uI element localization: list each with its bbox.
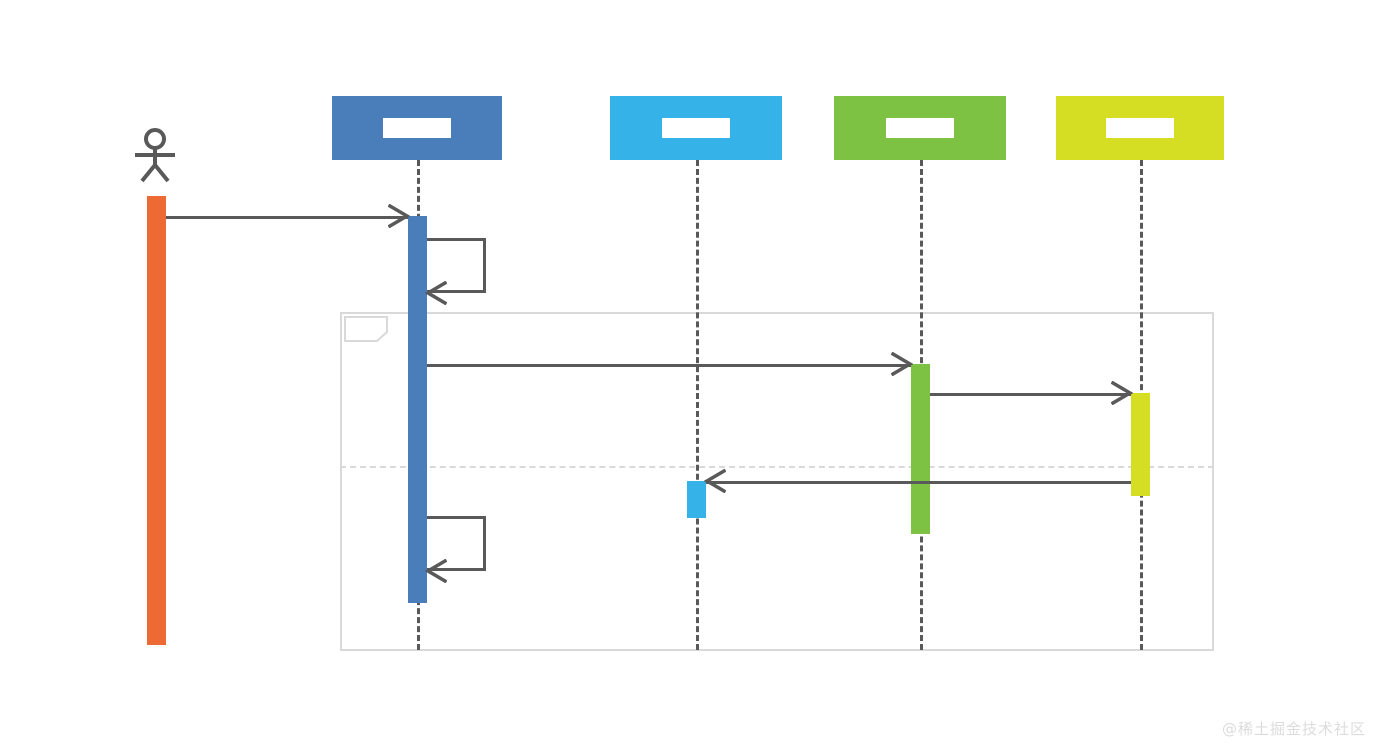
participant-label-1 (383, 118, 451, 138)
message-arrowhead-2 (890, 351, 914, 381)
participant-header-1[interactable] (332, 96, 502, 160)
fragment-tab-shape (344, 316, 388, 342)
message-arrowhead-4 (703, 468, 727, 498)
lifeline-participant-2 (696, 160, 699, 650)
participant-header-2[interactable] (610, 96, 782, 160)
activation-bar-participant-4 (1131, 393, 1150, 496)
self-call-arrowhead-2 (424, 558, 448, 588)
combined-fragment[interactable] (340, 312, 1214, 651)
actor-activation-bar (147, 196, 166, 645)
participant-header-3[interactable] (834, 96, 1006, 160)
message-line-3 (930, 393, 1131, 396)
message-arrowhead-1 (387, 203, 411, 233)
actor-stick-figure[interactable] (127, 128, 183, 189)
actor-icon (135, 128, 175, 183)
message-line-4 (706, 481, 1131, 484)
participant-label-3 (886, 118, 954, 138)
activation-bar-participant-2 (687, 481, 706, 518)
activation-bar-participant-1 (408, 216, 427, 603)
watermark: @稀土掘金技术社区 (1222, 720, 1367, 738)
message-line-2 (427, 364, 911, 367)
participant-header-4[interactable] (1056, 96, 1224, 160)
fragment-divider (340, 466, 1214, 468)
fragment-operator-tab (344, 316, 388, 347)
message-arrowhead-3 (1110, 380, 1134, 410)
activation-bar-participant-3 (911, 364, 930, 534)
participant-label-4 (1106, 118, 1174, 138)
self-call-loop-1 (427, 238, 486, 293)
self-call-loop-2 (427, 516, 486, 571)
participant-label-2 (662, 118, 730, 138)
message-line-1 (166, 216, 408, 219)
self-call-arrowhead-1 (424, 280, 448, 310)
